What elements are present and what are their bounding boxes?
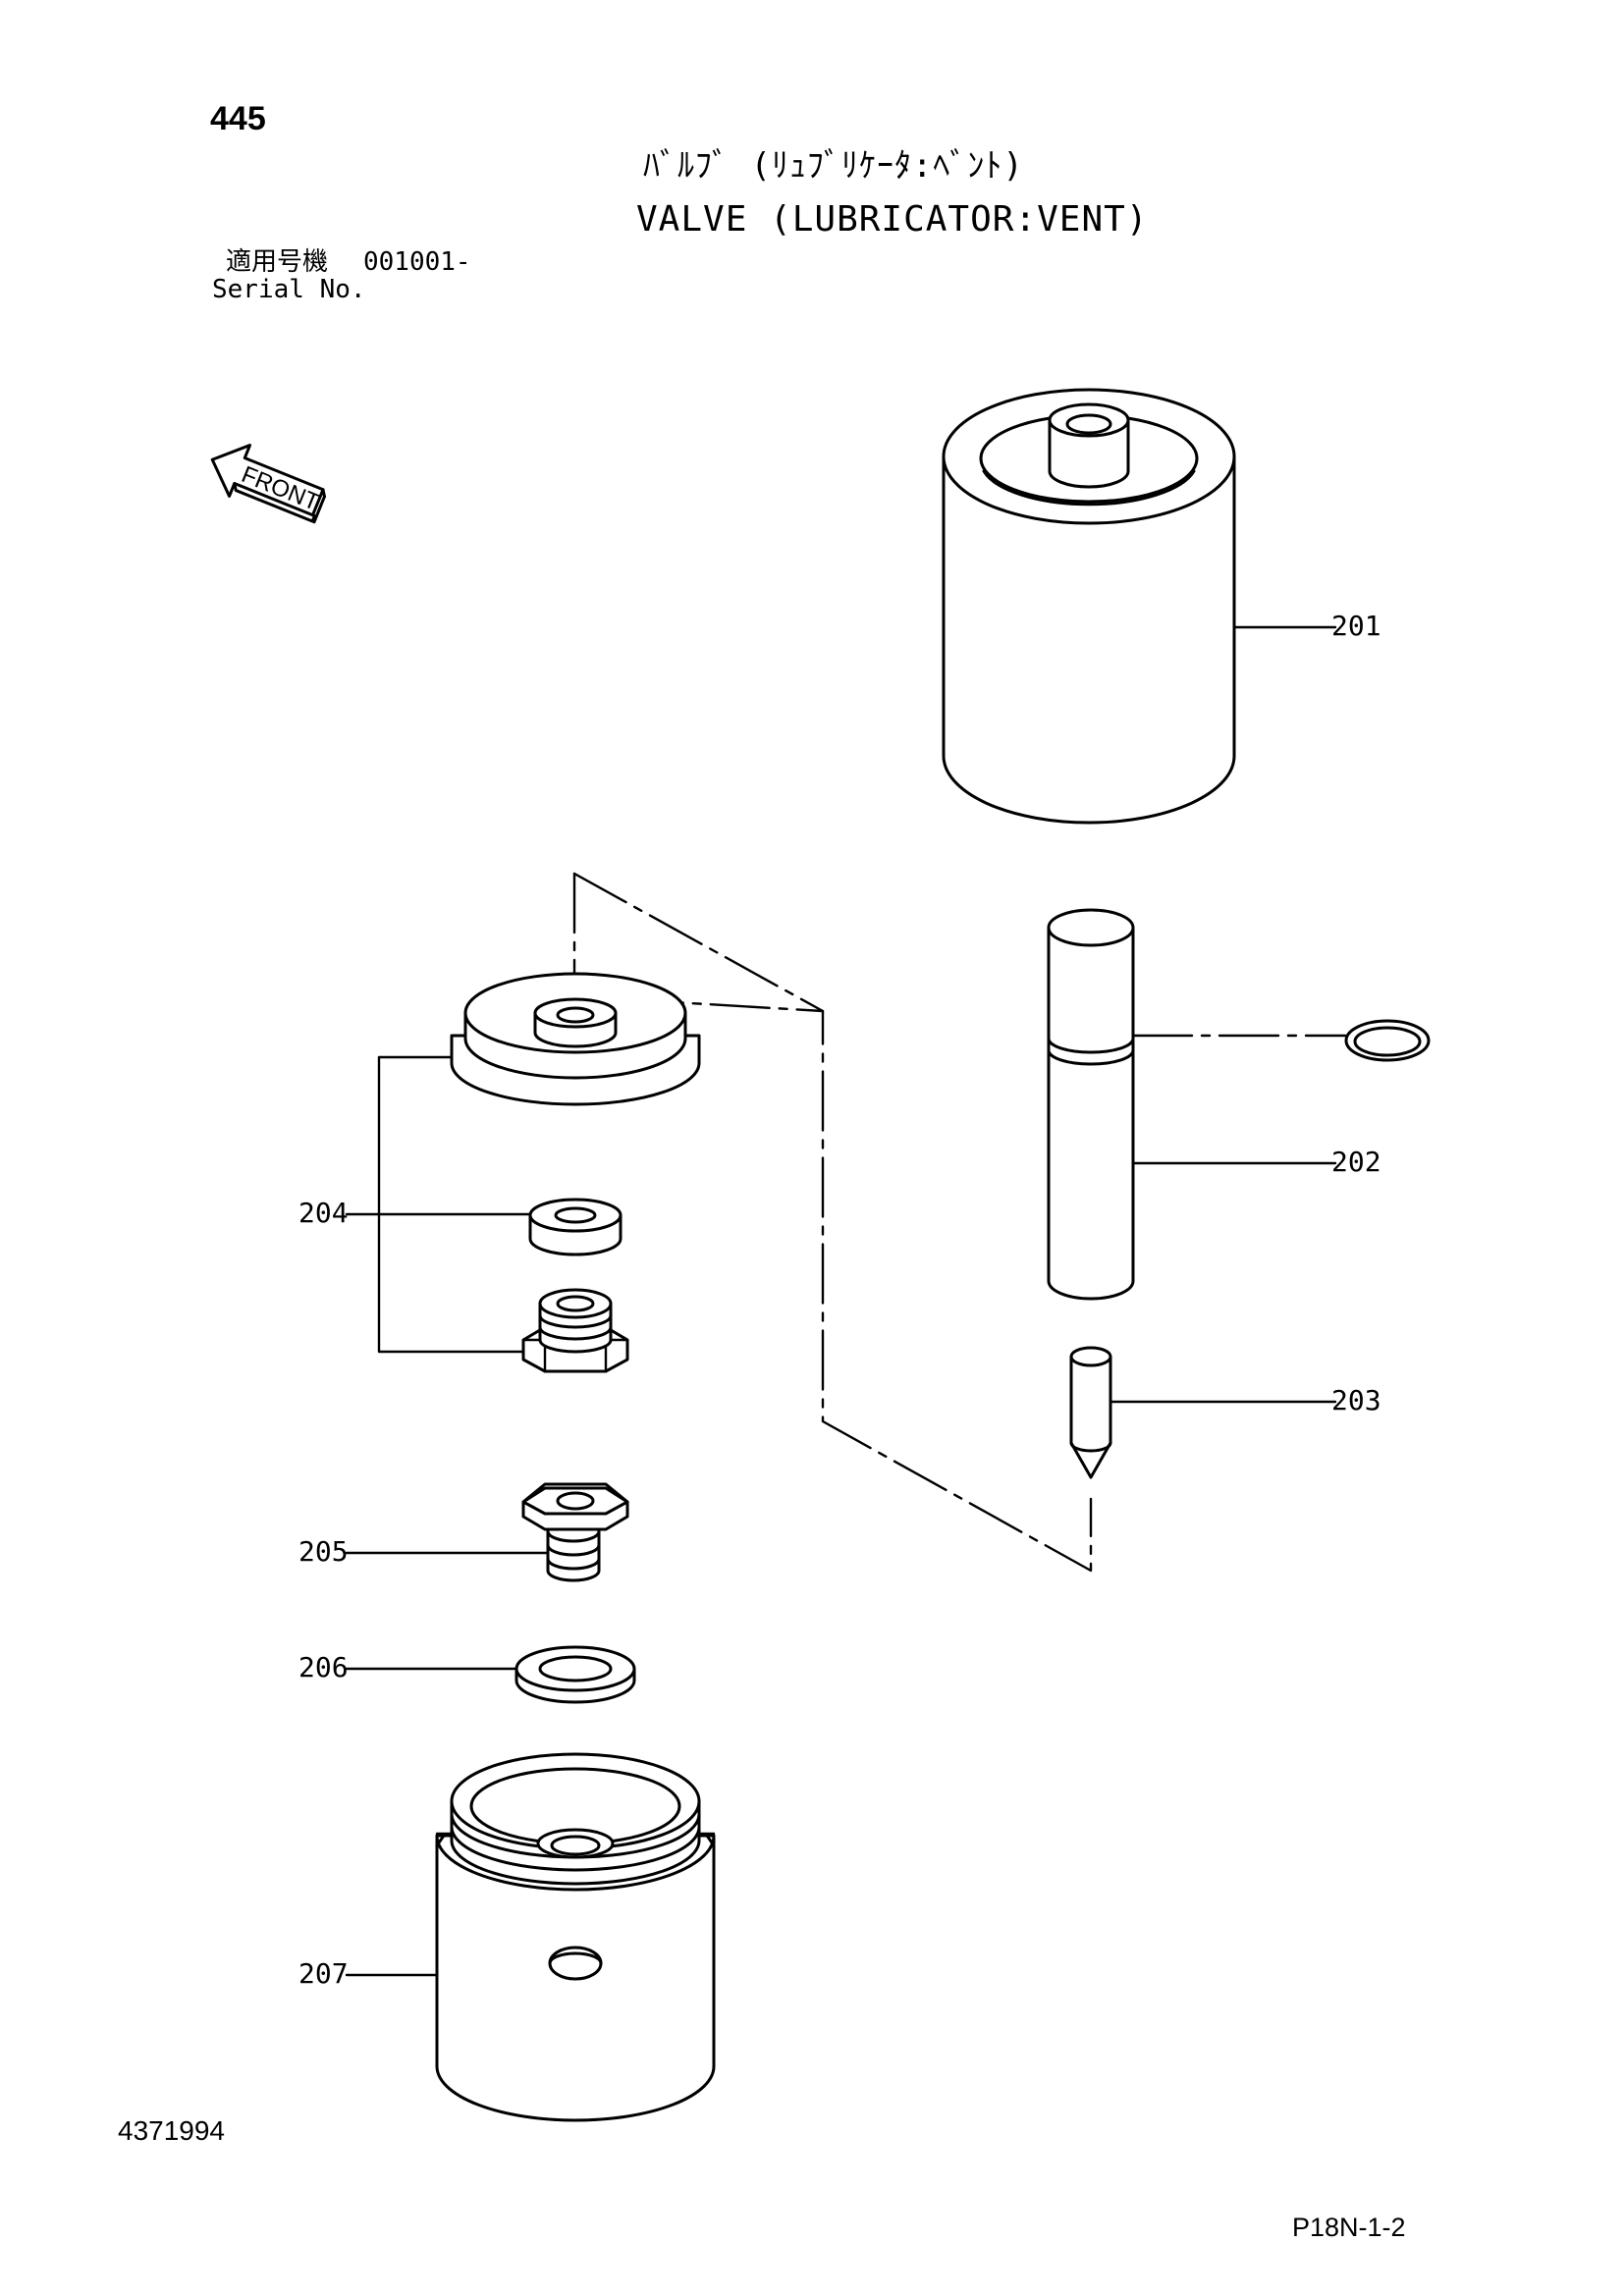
title-english: VALVE (LUBRICATOR:VENT) xyxy=(636,199,1149,240)
part-201-cylinder xyxy=(942,388,1236,825)
part-202-pin xyxy=(1047,908,1135,1301)
callout-206: 206 xyxy=(298,1651,349,1683)
part-203-needle xyxy=(1069,1346,1112,1479)
leader-204-bracket xyxy=(377,1055,525,1354)
document-number: 4371994 xyxy=(118,2115,226,2146)
sheet-code: P18N-1-2 xyxy=(1292,2213,1406,2242)
callout-204: 204 xyxy=(298,1197,349,1229)
serial-range: 001001- xyxy=(363,247,471,277)
part-204-fitting xyxy=(521,1288,629,1373)
serial-label-japanese: 適用号機 xyxy=(226,247,329,277)
assembly-centerline-diag xyxy=(572,872,825,1013)
part-207-housing xyxy=(435,1752,716,2122)
part-204-bushing xyxy=(528,1198,623,1256)
part-204-cap xyxy=(450,972,701,1106)
callout-201: 201 xyxy=(1331,610,1381,642)
assembly-centerline xyxy=(572,872,1093,1573)
callout-205: 205 xyxy=(298,1535,349,1568)
callout-207: 207 xyxy=(298,1957,349,1990)
part-206-washer xyxy=(514,1645,636,1704)
callout-203: 203 xyxy=(1331,1384,1381,1416)
callout-202: 202 xyxy=(1331,1146,1381,1178)
serial-label-english: Serial No. xyxy=(212,275,366,304)
o-ring xyxy=(1344,1019,1431,1062)
front-arrow-icon: FRONT xyxy=(210,444,326,524)
title-japanese: ﾊﾞﾙﾌﾞ (ﾘｭﾌﾞﾘｹｰﾀ:ﾍﾞﾝﾄ) xyxy=(643,146,1024,186)
part-205-plug xyxy=(521,1482,629,1582)
page-number: 445 xyxy=(210,100,266,137)
